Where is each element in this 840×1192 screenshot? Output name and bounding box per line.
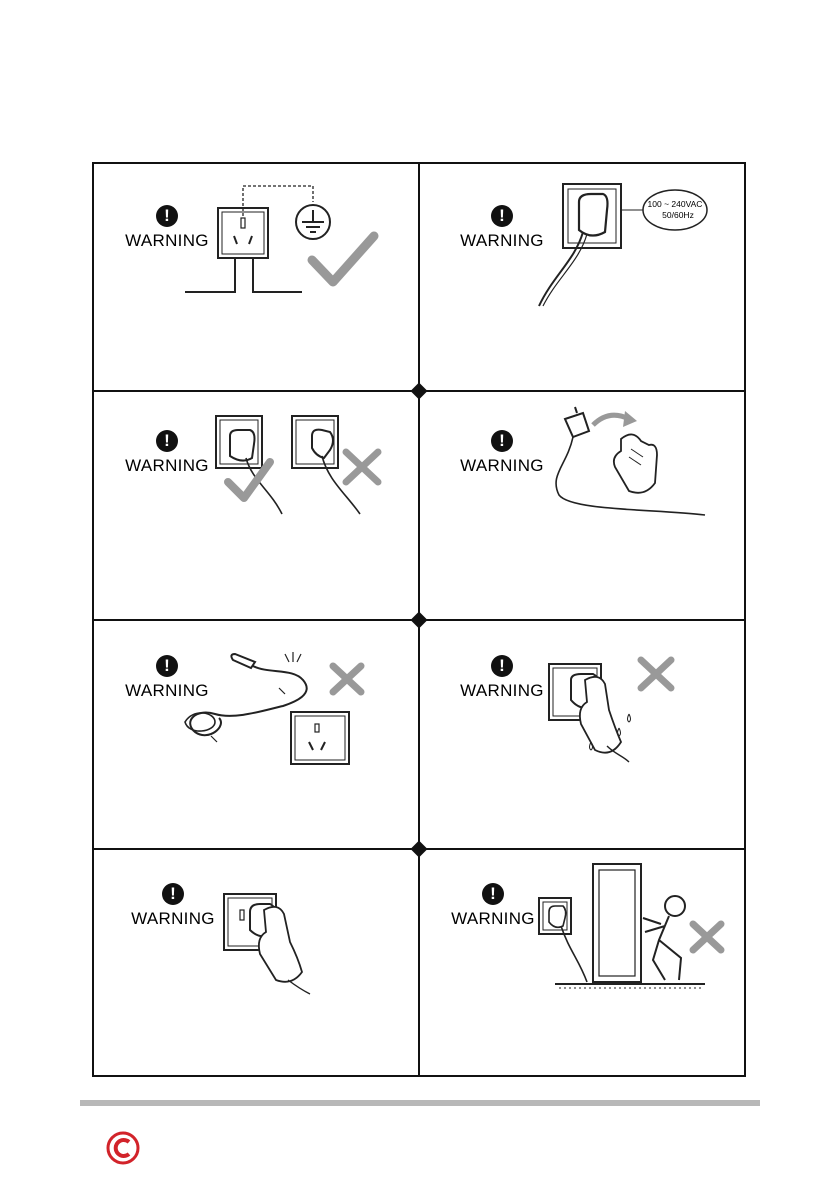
exclamation-icon: ! [482, 883, 504, 905]
hand-pulling-plug-icon [545, 405, 725, 525]
brand-logo-icon [106, 1131, 140, 1165]
wet-hand-plug-icon [545, 650, 725, 770]
exclamation-icon: ! [491, 205, 513, 227]
exclamation-icon: ! [162, 883, 184, 905]
footer-rule [80, 1100, 760, 1106]
warning-label-8: ! WARNING [438, 883, 548, 929]
warning-text: WARNING [447, 456, 557, 476]
moving-appliance-icon [535, 860, 730, 995]
exclamation-icon: ! [491, 655, 513, 677]
frequency-label: 50/60Hz [662, 210, 694, 220]
warning-text: WARNING [118, 909, 228, 929]
plug-fully-inserted-icon [210, 410, 390, 520]
warning-text: WARNING [112, 456, 222, 476]
plugged-outlet-voltage-icon: 100 ~ 240VAC 50/60Hz [535, 180, 735, 310]
warning-label-4: ! WARNING [447, 430, 557, 476]
exclamation-icon: ! [156, 430, 178, 452]
warning-text: WARNING [438, 909, 548, 929]
exclamation-icon: ! [491, 430, 513, 452]
grounded-outlet-icon [180, 180, 390, 300]
voltage-label: 100 ~ 240VAC [648, 199, 703, 209]
warning-label-3: ! WARNING [112, 430, 222, 476]
damaged-cord-icon [175, 650, 375, 770]
warning-text: WARNING [447, 681, 557, 701]
warning-label-7: ! WARNING [118, 883, 228, 929]
hand-holding-plug-icon [220, 880, 340, 1000]
warning-label-6: ! WARNING [447, 655, 557, 701]
exclamation-icon: ! [156, 205, 178, 227]
